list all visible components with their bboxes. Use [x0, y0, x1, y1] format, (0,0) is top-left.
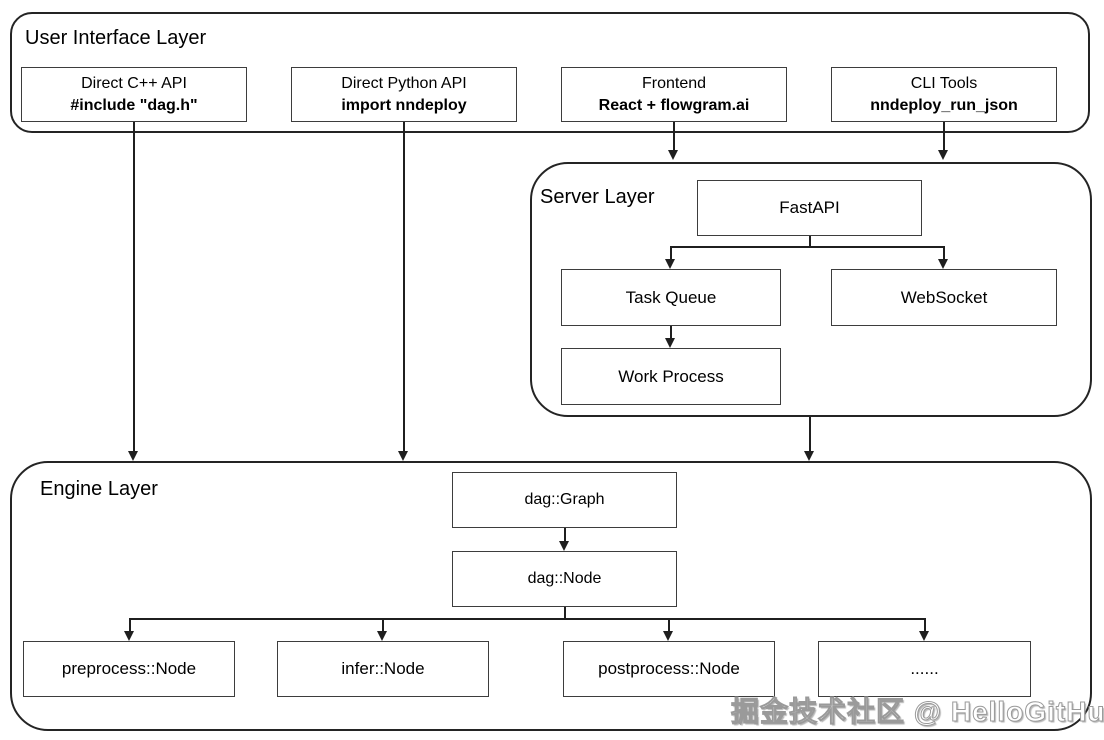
- node-label: Direct C++ API: [81, 74, 187, 92]
- arrow-python-to-engine-head: [398, 451, 408, 461]
- node-dag-graph: dag::Graph: [452, 472, 677, 528]
- arrow-graph-to-node-line: [564, 528, 566, 542]
- node-label: dag::Graph: [524, 491, 605, 508]
- arrow-node-to-ellipsis-head: [919, 631, 929, 641]
- node-sublabel: nndeploy_run_json: [870, 96, 1018, 114]
- arrow-node-to-postprocess-line: [668, 618, 670, 632]
- node-label: infer::Node: [341, 659, 425, 678]
- node-cli-tools: CLI Tools nndeploy_run_json: [831, 67, 1057, 122]
- arrow-node-to-ellipsis-line: [924, 618, 926, 632]
- node-sublabel: React + flowgram.ai: [598, 96, 750, 114]
- node-label: Work Process: [618, 366, 724, 386]
- arrow-taskqueue-to-workprocess-head: [665, 338, 675, 348]
- arrow-cpp-to-engine-line: [133, 122, 135, 454]
- arrow-node-to-infer-line: [382, 618, 384, 632]
- node-sublabel: #include "dag.h": [70, 96, 198, 114]
- node-sublabel: import nndeploy: [341, 96, 467, 114]
- node-fastapi: FastAPI: [697, 180, 922, 236]
- server-layer-title: Server Layer: [540, 186, 655, 208]
- arrow-frontend-to-server-line: [673, 122, 675, 153]
- node-postprocess: postprocess::Node: [563, 641, 775, 697]
- node-websocket: WebSocket: [831, 269, 1057, 326]
- node-direct-cpp-api: Direct C++ API #include "dag.h": [21, 67, 247, 122]
- node-label: postprocess::Node: [598, 659, 740, 678]
- arrow-node-to-infer-head: [377, 631, 387, 641]
- arrow-cpp-to-engine-head: [128, 451, 138, 461]
- ui-layer-title: User Interface Layer: [25, 27, 207, 49]
- node-label: Task Queue: [625, 287, 717, 307]
- node-ellipsis: ......: [818, 641, 1031, 697]
- node-frontend: Frontend React + flowgram.ai: [561, 67, 787, 122]
- arrow-taskqueue-to-workprocess-line: [670, 326, 672, 339]
- engine-layer-title: Engine Layer: [40, 478, 158, 500]
- fastapi-branch-stub: [809, 236, 811, 247]
- node-label: preprocess::Node: [61, 659, 197, 678]
- fastapi-branch-hline: [670, 246, 944, 248]
- arrow-fastapi-to-websocket-line: [943, 246, 945, 260]
- dagnode-branch-stub: [564, 607, 566, 619]
- arrow-fastapi-to-taskqueue-line: [670, 246, 672, 260]
- arrow-graph-to-node-head: [559, 541, 569, 551]
- arrow-node-to-preprocess-line: [129, 618, 131, 632]
- node-label: dag::Node: [527, 570, 602, 587]
- arrow-cli-to-server-line: [943, 122, 945, 153]
- arrow-fastapi-to-taskqueue-head: [665, 259, 675, 269]
- node-label: FastAPI: [779, 198, 840, 217]
- arrow-server-to-engine-line: [809, 417, 811, 454]
- arrow-fastapi-to-websocket-head: [938, 259, 948, 269]
- node-work-process: Work Process: [561, 348, 781, 405]
- arrow-python-to-engine-line: [403, 122, 405, 454]
- arrow-node-to-postprocess-head: [663, 631, 673, 641]
- watermark-text: 掘金技术社区 @ HelloGitHub: [731, 696, 1104, 728]
- node-label: ......: [910, 659, 939, 678]
- node-preprocess: preprocess::Node: [23, 641, 235, 697]
- arrow-cli-to-server-head: [938, 150, 948, 160]
- node-label: CLI Tools: [910, 74, 978, 92]
- arrow-node-to-preprocess-head: [124, 631, 134, 641]
- node-dag-node: dag::Node: [452, 551, 677, 607]
- node-label: Frontend: [641, 74, 707, 92]
- node-label: WebSocket: [900, 287, 988, 307]
- arrow-server-to-engine-head: [804, 451, 814, 461]
- node-direct-python-api: Direct Python API import nndeploy: [291, 67, 517, 122]
- dagnode-branch-hline: [129, 618, 925, 620]
- node-task-queue: Task Queue: [561, 269, 781, 326]
- arrow-frontend-to-server-head: [668, 150, 678, 160]
- node-infer: infer::Node: [277, 641, 489, 697]
- node-label: Direct Python API: [341, 74, 467, 92]
